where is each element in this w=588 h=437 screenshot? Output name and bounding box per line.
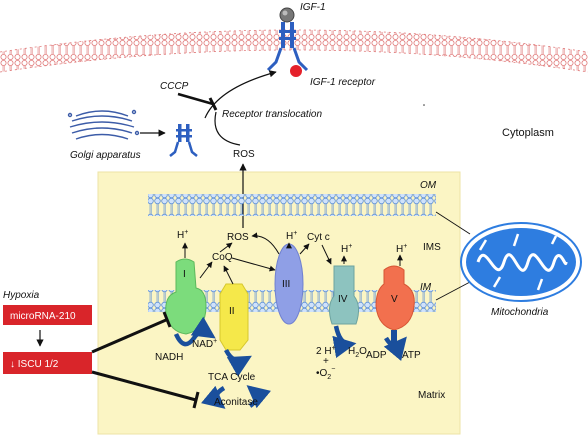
cytc-to-iv-arrow (321, 244, 332, 265)
complex-v-stalk (391, 330, 397, 344)
complex-ii-tca-arrow (223, 348, 252, 377)
coq-to-ros-arrow (219, 242, 233, 253)
nad-label: NAD+ (192, 338, 217, 350)
golgi-icon (67, 109, 140, 140)
marker-dot (423, 104, 425, 106)
complex-iii-hplus: H+ (286, 230, 297, 242)
ros-inner-label: ROS (227, 232, 249, 243)
igf1-label: IGF-1 (300, 2, 326, 13)
iscu-label: ↓ ISCU 1/2 (10, 359, 59, 370)
cccp-inhibition-line (177, 92, 214, 106)
complex-ii-label: II (229, 306, 235, 317)
complex-ii-to-coq-arrow (223, 265, 234, 285)
complex-iii-label: III (282, 279, 290, 290)
cccp-inhibition-bar (208, 97, 218, 111)
complex-v-hplus: H+ (396, 243, 407, 255)
superoxide-label: •O2− (316, 366, 335, 381)
mitochondrion-icon (460, 222, 582, 302)
complex-i-to-coq-arrow (199, 261, 213, 279)
mitochondria-label: Mitochondria (491, 307, 549, 318)
iii-to-cytc-arrow (299, 243, 310, 255)
receptor-transit-icon (169, 124, 198, 157)
cytoplasm-label: Cytoplasm (502, 127, 554, 139)
iii-to-ros-arrow (251, 232, 280, 255)
aconitase-label: Aconitase (214, 397, 258, 408)
adp-label: ADP (366, 350, 387, 361)
complex-iv-hplus: H+ (341, 243, 352, 255)
iscu-box (3, 352, 92, 374)
complex-v-label: V (391, 294, 398, 305)
ros-top-label: ROS (233, 149, 255, 160)
coq-label: CoQ (212, 252, 233, 263)
igf1-receptor-membrane (266, 7, 309, 77)
plus-sign-label: + (323, 356, 329, 367)
outer-membrane (148, 194, 436, 216)
water-formation-arrow (332, 325, 357, 359)
coq-to-iii-arrow (231, 257, 276, 272)
ims-label: IMS (423, 242, 441, 253)
nadh-oxidation-arrow (173, 316, 216, 347)
tca-cycle-arrow-right (246, 385, 272, 409)
cytc-label: Cyt c (307, 232, 330, 243)
two-hplus-label: 2 H+ (316, 345, 336, 357)
translocation-arrow (204, 70, 277, 119)
microrna-box (3, 305, 92, 325)
om-pointer (435, 211, 471, 235)
igf1-receptor-label: IGF-1 receptor (310, 77, 376, 88)
complex-v (375, 265, 415, 331)
iscu-inhibits-aconitase (91, 370, 197, 402)
atp-synthesis-arrow (383, 336, 407, 362)
tca-label: TCA Cycle (208, 372, 256, 383)
im-pointer (435, 281, 471, 301)
complex-i-inhibition-bar (162, 311, 172, 328)
golgi-label: Golgi apparatus (70, 150, 141, 161)
complex-i-hplus: H+ (177, 229, 188, 241)
complex-iv-label: IV (338, 294, 348, 305)
nadh-label: NADH (155, 352, 183, 363)
receptor-translocation-label: Receptor translocation (222, 109, 322, 120)
cccp-label: CCCP (160, 81, 189, 92)
hypoxia-label: Hypoxia (3, 290, 40, 301)
microrna-label: microRNA-210 (10, 311, 76, 322)
ros-translocation-link (214, 111, 241, 146)
iscu-inhibits-complex-i (91, 318, 167, 354)
tca-cycle-arrow-left (200, 385, 226, 409)
complex-iv (328, 265, 360, 325)
aconitase-inhibition-bar (192, 391, 200, 409)
water-label: H2O (348, 346, 367, 359)
matrix-label: Matrix (418, 390, 445, 401)
complex-ii (219, 283, 249, 351)
om-label: OM (420, 180, 437, 191)
atp-label: ATP (402, 350, 421, 361)
im-label: IM (420, 282, 432, 293)
complex-i-label: I (183, 269, 186, 280)
